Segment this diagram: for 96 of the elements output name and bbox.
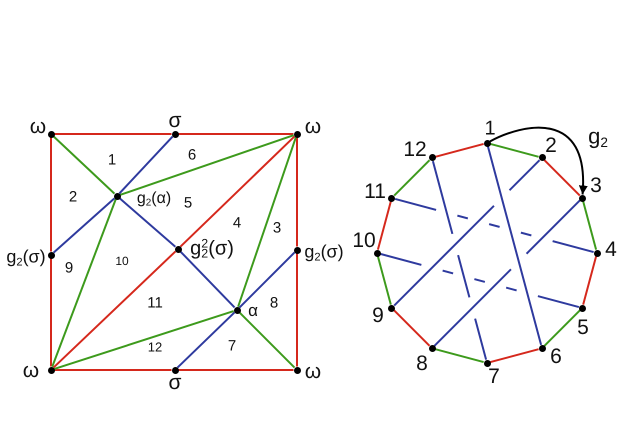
polygon-side [394, 310, 430, 346]
knot-strand [432, 160, 488, 360]
vertex-dot [172, 130, 178, 138]
vertex-dot [294, 366, 300, 374]
triangulation-edge [238, 312, 296, 368]
triangulation-edge [118, 136, 174, 194]
triangulation-edge [180, 136, 296, 248]
region-number: 11 [147, 294, 163, 312]
triangulation-edge [176, 312, 236, 368]
vertex-label: 1 [484, 118, 496, 140]
vertex-dot [48, 252, 54, 258]
triangulation-edge [238, 252, 296, 308]
vertex-dot [484, 140, 490, 146]
vertex-label: ω [304, 114, 322, 140]
triangulation-edge [50, 138, 52, 252]
region-number: 1 [108, 151, 116, 169]
vertex-label: σ [168, 108, 182, 134]
vertex-dot [294, 246, 300, 254]
polygon-side [435, 142, 484, 158]
vertex-dot [388, 304, 396, 312]
triangulation-edge [52, 250, 176, 368]
knot-strand [394, 198, 594, 254]
vertex-label: 8 [416, 352, 428, 376]
triangulation-edge [237, 137, 297, 307]
knot-strand [434, 200, 580, 346]
triangulation-edge [54, 369, 172, 371]
triangulation-edge [178, 133, 294, 135]
curved-arrow [490, 126, 588, 195]
vertex-label: α [248, 301, 258, 321]
region-number: 3 [272, 219, 282, 237]
polygon-side [394, 160, 430, 196]
polygon-side [544, 160, 580, 196]
vertex-label: 3 [590, 174, 602, 198]
region-number: 12 [148, 340, 162, 356]
vertex-dot [388, 194, 396, 202]
triangulation-edge [54, 133, 172, 135]
triangulation-edge [120, 134, 294, 196]
vertex-dot [538, 154, 546, 162]
triangulation-edge [180, 250, 236, 308]
vertex-dot [294, 130, 300, 138]
vertex-dot [172, 366, 178, 374]
polygon-side [376, 256, 392, 305]
vertex-label: g$_{2}$(σ) [6, 246, 46, 268]
vertex-dot [374, 250, 380, 256]
vertex-label: g$_{2}$$^{2}$(σ) [190, 238, 234, 260]
vertex-label: 7 [488, 364, 500, 390]
knot-strand [380, 252, 580, 308]
region-number: 9 [64, 259, 74, 277]
polygon-side [376, 201, 392, 250]
vertex-dot [578, 194, 586, 202]
region-number: 8 [270, 294, 278, 312]
polygon-side [582, 256, 598, 305]
triangulation-edge [51, 198, 117, 368]
vertex-label: 2 [545, 134, 557, 158]
vertex-label: 10 [352, 228, 376, 254]
polygon-side [490, 142, 539, 158]
vertex-label: 5 [577, 316, 589, 340]
triangulation-edge [52, 198, 116, 254]
vertex-dot [428, 154, 436, 162]
vertex-label: 12 [403, 138, 427, 162]
knot-strand [486, 146, 542, 346]
triangulation-edge [296, 138, 298, 246]
polygon-side [582, 201, 598, 250]
region-number: 10 [115, 255, 129, 269]
vertex-dot [578, 304, 586, 312]
vertex-label: 11 [364, 180, 386, 204]
vertex-label: g$_{2}$(α) [136, 190, 172, 208]
region-number: 2 [68, 188, 78, 206]
vertex-label: g$_{2}$(σ) [304, 242, 344, 262]
vertex-dot [428, 344, 436, 352]
polygon-side [435, 348, 484, 364]
vertex-dot [538, 344, 546, 352]
region-number: 6 [188, 146, 196, 164]
vertex-label: ω [30, 114, 46, 140]
vertex-dot [48, 366, 54, 374]
vertex-label: ω [22, 358, 40, 384]
triangulation-edge [54, 310, 234, 370]
knot-strand [394, 160, 540, 306]
vertex-label: σ [168, 370, 182, 396]
triangulation-edge [178, 369, 294, 371]
triangulation-edge [296, 254, 298, 366]
region-number: 4 [232, 214, 242, 232]
region-number: 5 [184, 194, 192, 212]
vertex-label: 9 [372, 304, 384, 328]
triangulation-edge [118, 198, 176, 248]
vertex-dot [594, 250, 600, 256]
vertex-label: 4 [605, 238, 617, 262]
vertex-dot [48, 130, 54, 138]
vertex-dot [484, 360, 490, 366]
triangulation-edge [50, 258, 52, 366]
vertex-label: ω [304, 360, 322, 384]
polygon-side [544, 310, 580, 346]
polygon-side [490, 348, 539, 364]
vertex-label: 6 [550, 344, 562, 370]
region-number: 7 [228, 337, 236, 355]
triangulation-edge [52, 136, 116, 194]
